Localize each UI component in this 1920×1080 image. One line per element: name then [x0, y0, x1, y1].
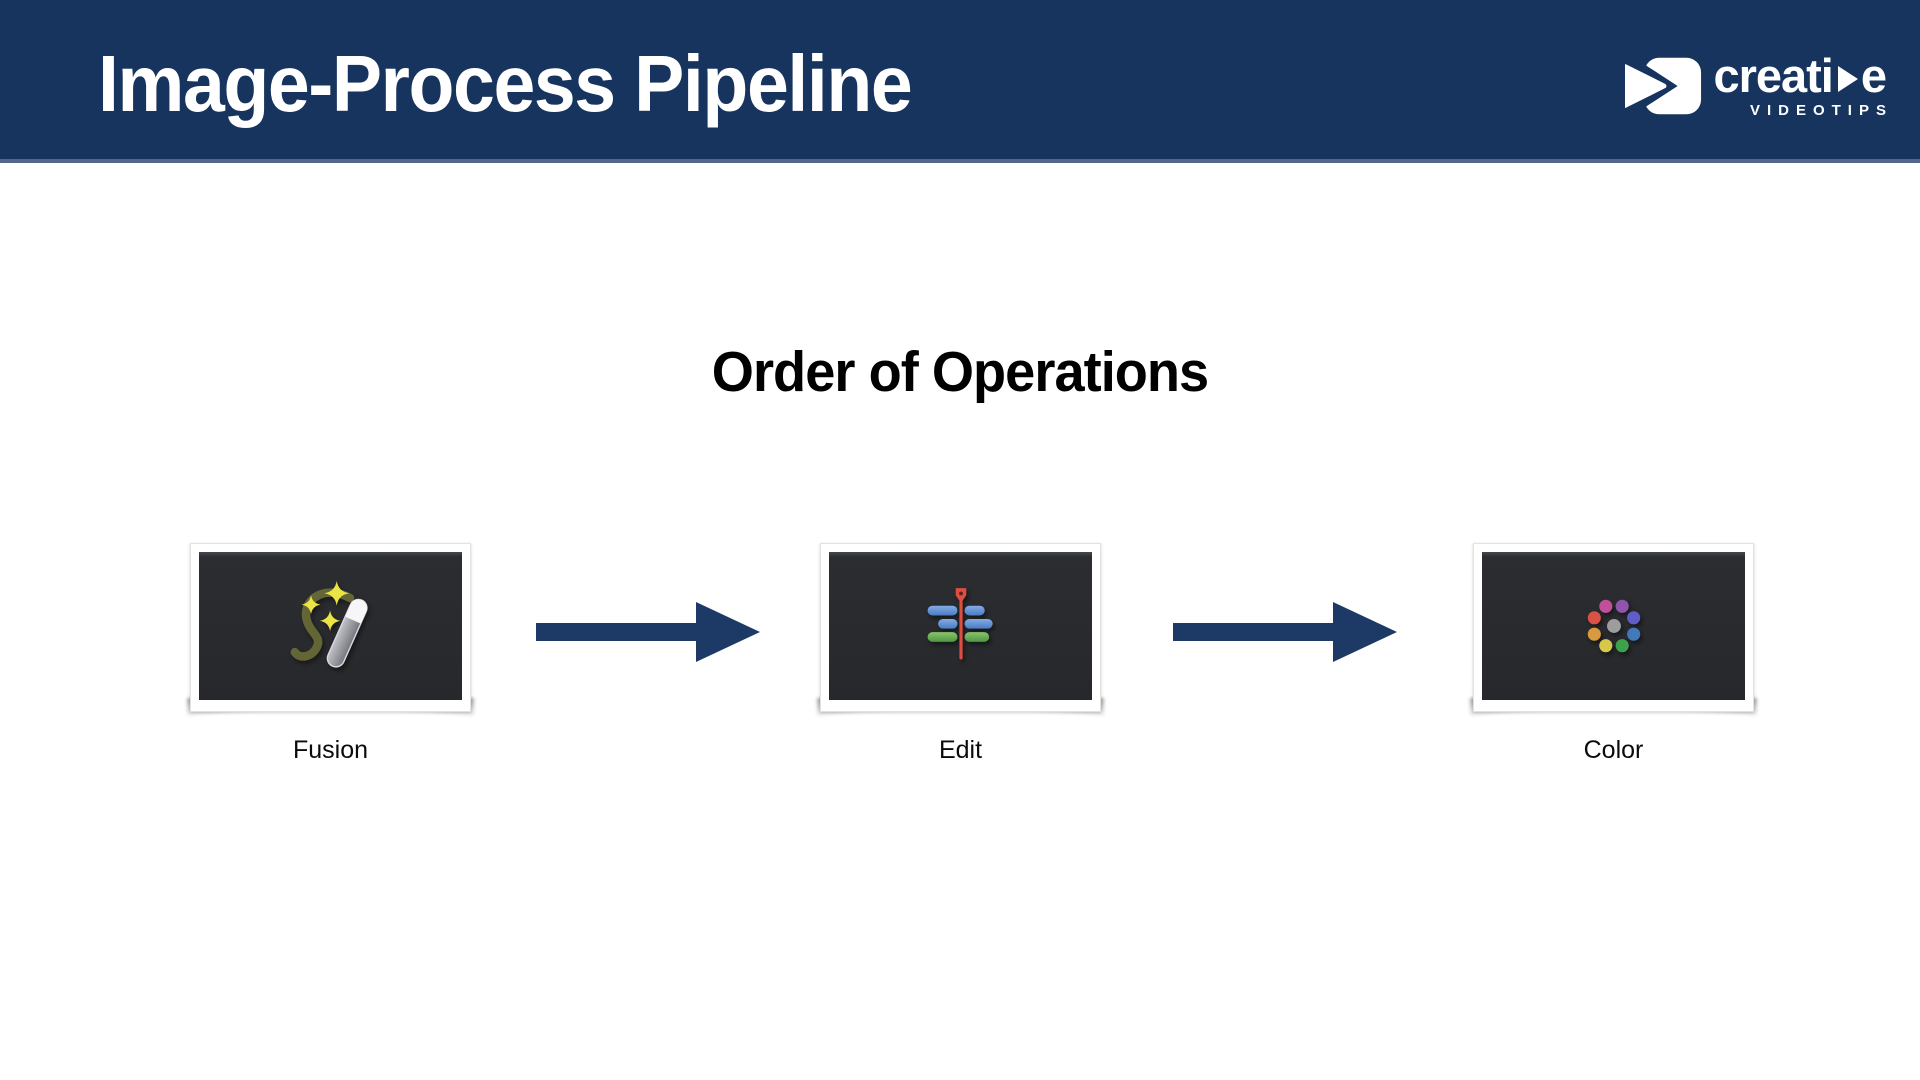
photo-frame: [190, 543, 471, 712]
step-label-color: Color: [1583, 736, 1644, 764]
photo-screen: [829, 552, 1092, 700]
slide-title: Image-Process Pipeline: [98, 38, 913, 128]
logo-text: creati e VIDEOTIPS: [1713, 48, 1887, 119]
header-bar: Image-Process Pipeline creati e VIDEOTIP…: [0, 0, 1920, 163]
pipeline-step-fusion: Fusion: [187, 543, 474, 764]
logo-tagline: VIDEOTIPS: [1749, 102, 1893, 120]
logo-wordmark-prefix: creati: [1713, 48, 1833, 102]
pipeline-step-edit: Edit: [817, 543, 1104, 764]
photo-frame: [1473, 543, 1754, 712]
flow-arrow-right-icon: [1173, 602, 1397, 662]
logo-wordmark-suffix: e: [1860, 48, 1887, 102]
edit-timeline-icon: [927, 588, 993, 660]
photo-frame: [820, 543, 1101, 712]
magic-wand-sparkles-icon: [290, 580, 368, 668]
logo-wordmark: creati e: [1713, 48, 1887, 102]
photo-screen: [199, 552, 462, 700]
step-label-edit: Edit: [938, 736, 983, 764]
photo-screen: [1482, 552, 1745, 700]
flow-arrow-right-icon: [536, 602, 760, 662]
brand-logo: creati e VIDEOTIPS: [1625, 48, 1887, 119]
color-dots-ring-icon: [1587, 599, 1640, 653]
pipeline-step-color: Color: [1470, 543, 1757, 764]
play-arrow-icon: [1837, 65, 1858, 92]
play-badge-icon: [1625, 58, 1702, 115]
section-heading: Order of Operations: [711, 340, 1209, 404]
step-label-fusion: Fusion: [292, 736, 369, 764]
